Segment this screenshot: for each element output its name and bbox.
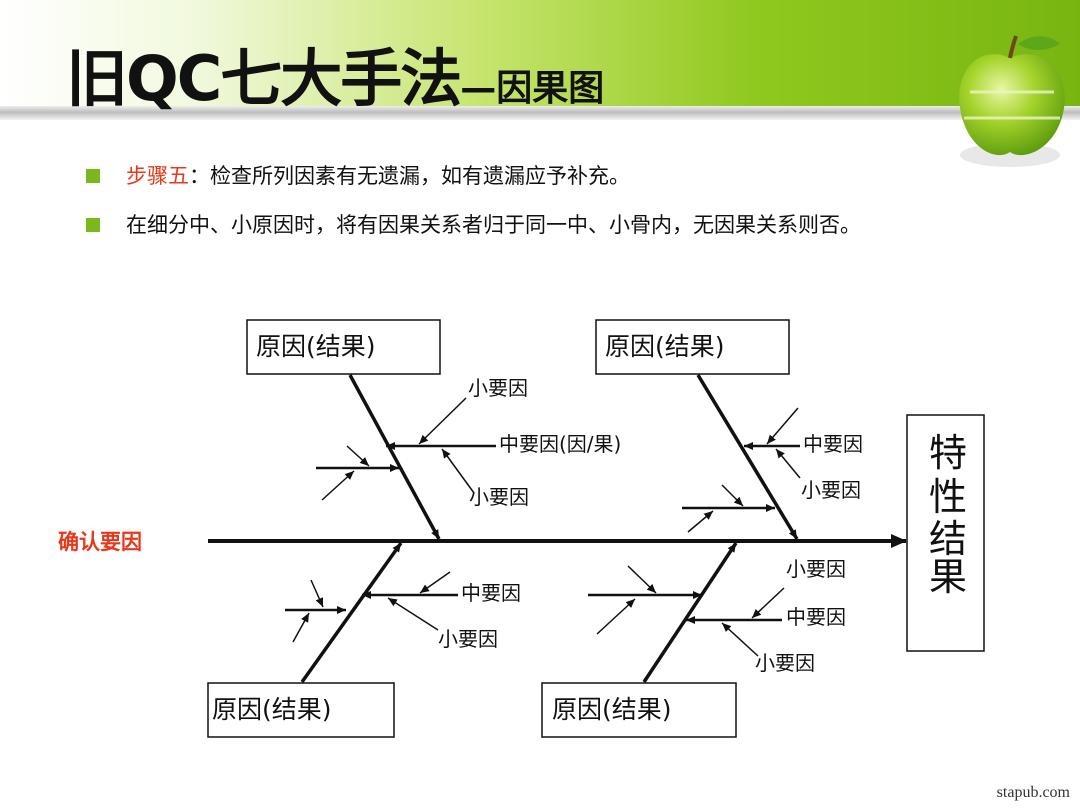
bullet-square-icon <box>86 218 100 232</box>
effect-box <box>906 414 985 652</box>
title-main: 旧QC七大手法 <box>66 42 462 115</box>
cause-box-label: 原因(结果) <box>552 695 672 724</box>
bullet-text: 步骤五：检查所列因素有无遗漏，如有遗漏应予补充。 <box>126 158 630 194</box>
bullet-list: 步骤五：检查所列因素有无遗漏，如有遗漏应予补充。 在细分中、小原因时，将有因果关… <box>86 158 1066 256</box>
green-apple-icon <box>959 35 1065 167</box>
small-cause-arrow <box>627 565 657 594</box>
main-bone <box>696 374 799 540</box>
cause-box <box>246 319 441 375</box>
small-cause-arrow <box>387 597 439 631</box>
watermark: stapub.com <box>996 784 1070 801</box>
cause-box <box>541 682 737 738</box>
fishbone-diagram: 确认要因 特 性 结 果 原因(结果) 原因(结果) 原因(结果) 原因(结果)… <box>58 319 985 738</box>
mid-cause-label: 中要因 <box>786 605 846 629</box>
bullet-body: 在细分中、小原因时，将有因果关系者归于同一中、小骨内，无因果关系则否。 <box>126 213 861 237</box>
page-title: 旧QC七大手法—因果图 <box>66 28 605 115</box>
small-cause-arrow <box>596 598 636 635</box>
small-cause-label: 小要因 <box>801 478 861 502</box>
small-cause-arrow <box>687 510 714 533</box>
bullet-item: 步骤五：检查所列因素有无遗漏，如有遗漏应予补充。 <box>86 158 1066 194</box>
effect-label-char: 性 <box>929 475 967 519</box>
mid-cause-label: 中要因 <box>803 432 863 456</box>
bullet-highlight: 步骤五 <box>126 164 189 188</box>
small-cause-arrow <box>321 470 355 501</box>
cause-box <box>595 319 790 375</box>
cause-box-label: 原因(结果) <box>212 695 332 724</box>
title-sub: —因果图 <box>460 68 605 109</box>
mid-cause-label: 中要因 <box>461 581 521 605</box>
main-bone <box>300 541 403 684</box>
mid-cause-label: 中要因(因/果) <box>499 432 621 456</box>
small-cause-arrow <box>310 579 324 608</box>
small-cause-arrow <box>418 397 467 445</box>
cause-box <box>207 682 395 738</box>
small-cause-arrow <box>441 448 475 494</box>
bullet-square-icon <box>86 169 100 183</box>
spine-label: 确认要因 <box>58 530 142 554</box>
small-cause-label: 小要因 <box>438 627 498 651</box>
small-cause-label: 小要因 <box>755 651 815 675</box>
small-cause-label: 小要因 <box>786 557 846 581</box>
effect-label-char: 果 <box>929 555 967 599</box>
small-cause-arrow <box>346 445 370 467</box>
small-cause-arrow <box>721 484 744 507</box>
header-band <box>0 0 1080 120</box>
small-cause-arrow <box>292 612 310 643</box>
main-bone <box>642 542 738 683</box>
main-bone <box>348 374 441 540</box>
small-cause-label: 小要因 <box>468 376 528 400</box>
small-cause-arrow <box>419 571 451 594</box>
bullet-body: ：检查所列因素有无遗漏，如有遗漏应予补充。 <box>189 164 630 188</box>
bullet-text: 在细分中、小原因时，将有因果关系者归于同一中、小骨内，无因果关系则否。 <box>126 207 861 243</box>
effect-label-char: 特 <box>929 431 967 475</box>
cause-box-label: 原因(结果) <box>605 332 725 361</box>
small-cause-arrow <box>775 448 801 479</box>
small-cause-label: 小要因 <box>469 485 529 509</box>
small-cause-arrow <box>766 407 799 445</box>
effect-label-char: 结 <box>929 517 967 561</box>
cause-box-label: 原因(结果) <box>256 332 376 361</box>
bullet-item: 在细分中、小原因时，将有因果关系者归于同一中、小骨内，无因果关系则否。 <box>86 207 1066 243</box>
small-cause-arrow <box>721 622 759 657</box>
header-separator <box>0 106 1080 120</box>
small-cause-arrow <box>751 587 785 619</box>
